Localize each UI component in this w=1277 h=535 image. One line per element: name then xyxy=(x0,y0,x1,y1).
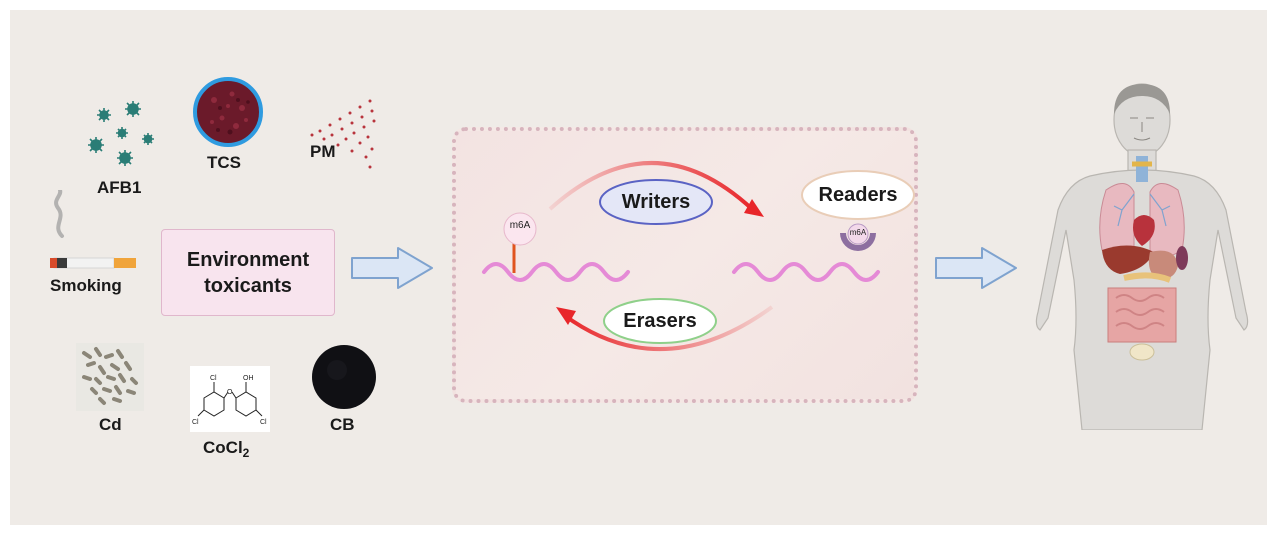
readers-label: Readers xyxy=(818,183,898,206)
erasers-pill-bg xyxy=(603,298,717,344)
o-label: O xyxy=(227,389,233,396)
writers-arrowhead xyxy=(744,199,764,217)
cocl2-label: CoCl2 xyxy=(203,438,249,460)
m6a-label-left: m6A xyxy=(509,220,531,231)
arrow-to-mechanism-icon xyxy=(351,247,433,289)
erasers-arrow xyxy=(562,305,774,351)
afb1-virus-icon xyxy=(88,101,154,166)
env-box-line1: Environment xyxy=(186,248,310,271)
cb-label: CB xyxy=(330,415,355,434)
smoking-label: Smoking xyxy=(50,276,122,295)
writers-pill-bg xyxy=(599,179,713,225)
m6a-bubble-left xyxy=(503,212,537,246)
environment-toxicants-box: Environment toxicants xyxy=(161,229,335,316)
rna-strand-left xyxy=(482,262,630,282)
cocl2-main: CoCl xyxy=(203,438,243,457)
cigarette-icon xyxy=(50,190,136,269)
erasers-arrowhead xyxy=(556,307,576,325)
cocl2-structure-icon: Cl OH O Cl Cl xyxy=(190,366,270,432)
arrow-to-body-icon xyxy=(935,247,1017,289)
cd-label: Cd xyxy=(99,415,122,434)
cl-label-right: Cl xyxy=(260,419,267,426)
afb1-label: AFB1 xyxy=(97,178,142,197)
m6a-bubble-right xyxy=(847,223,869,245)
human-body-icon xyxy=(1035,83,1249,430)
reader-protein xyxy=(840,233,876,251)
cocl2-subscript: 2 xyxy=(242,446,250,460)
env-box-line2: toxicants xyxy=(204,274,292,297)
erasers-label: Erasers xyxy=(623,309,697,332)
cl-label-top: Cl xyxy=(210,375,217,382)
writers-arrow xyxy=(548,161,754,211)
tcs-label: TCS xyxy=(207,153,241,172)
m6a-mechanism-graphics xyxy=(482,161,915,351)
rna-strand-right xyxy=(732,262,880,282)
tcs-particle-icon xyxy=(193,77,263,147)
readers-pill-bg xyxy=(801,170,915,220)
oh-label: OH xyxy=(243,375,254,382)
cadmium-pellets-icon xyxy=(76,343,144,411)
carbon-black-icon xyxy=(312,345,376,409)
cl-label-left: Cl xyxy=(192,419,199,426)
pm-label: PM xyxy=(310,142,336,161)
m6a-label-right: m6A xyxy=(849,228,867,237)
writers-label: Writers xyxy=(621,190,691,213)
pm-particles-icon xyxy=(310,99,376,169)
